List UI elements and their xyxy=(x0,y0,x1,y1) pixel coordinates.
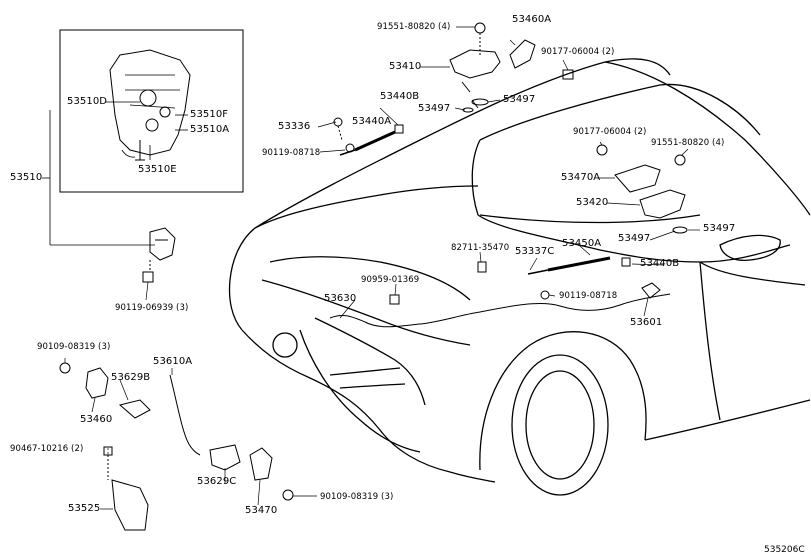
label-53440B-right: 53440B xyxy=(640,258,680,269)
part-53601 xyxy=(641,282,661,299)
label-53630: 53630 xyxy=(324,293,357,304)
label-53337C: 53337C xyxy=(515,246,555,257)
label-53440B-top: 53440B xyxy=(380,91,420,102)
label-53629C: 53629C xyxy=(197,476,237,487)
label-91551-top: 91551-80820 (4) xyxy=(377,22,451,32)
label-53629B: 53629B xyxy=(111,372,151,383)
box-leaders xyxy=(42,101,188,246)
label-53510: 53510 xyxy=(10,172,43,183)
label-53510A: 53510A xyxy=(190,124,230,135)
label-53497-a: 53497 xyxy=(418,103,451,114)
label-53510D: 53510D xyxy=(67,96,108,107)
label-53440A: 53440A xyxy=(352,116,392,127)
label-53460: 53460 xyxy=(80,414,113,425)
diagram-code: 535206C xyxy=(764,545,805,555)
label-53610A: 53610A xyxy=(153,356,193,367)
clip-90959 xyxy=(389,294,400,305)
hinge-right xyxy=(596,144,688,234)
label-53497-c: 53497 xyxy=(618,233,651,244)
label-90467: 90467-10216 (2) xyxy=(10,444,84,454)
label-90177-mid: 90177-06004 (2) xyxy=(573,127,647,137)
label-90959: 90959-01369 xyxy=(361,275,420,285)
hood-seal xyxy=(329,293,671,328)
label-53497-b: 53497 xyxy=(503,94,536,105)
label-53460A: 53460A xyxy=(512,14,552,25)
label-53510F: 53510F xyxy=(190,109,229,120)
label-53420: 53420 xyxy=(576,197,609,208)
label-53525: 53525 xyxy=(68,503,101,514)
lower-left-parts xyxy=(59,362,294,531)
strut-left xyxy=(333,117,404,156)
label-90109-bottom: 90109-08319 (3) xyxy=(320,492,394,502)
hood-lock-detail-box xyxy=(59,29,244,193)
strut-right xyxy=(477,256,631,300)
label-82711: 82711-35470 xyxy=(451,243,510,253)
label-53497-d: 53497 xyxy=(703,223,736,234)
leader-lines xyxy=(64,26,700,510)
label-53470A: 53470A xyxy=(561,172,601,183)
label-53470: 53470 xyxy=(245,505,278,516)
label-53336: 53336 xyxy=(278,121,311,132)
label-53410: 53410 xyxy=(389,61,422,72)
label-53450A: 53450A xyxy=(562,238,602,249)
lock-part xyxy=(142,227,176,283)
label-90177-top: 90177-06004 (2) xyxy=(541,47,615,57)
label-90119-a: 90119-08718 xyxy=(262,148,321,158)
label-91551-mid: 91551-80820 (4) xyxy=(651,138,725,148)
label-90119-06939: 90119-06939 (3) xyxy=(115,303,189,313)
label-53601: 53601 xyxy=(630,317,663,328)
label-90109-left: 90109-08319 (3) xyxy=(37,342,111,352)
label-90119-b: 90119-08718 xyxy=(559,291,618,301)
car-body-outline xyxy=(228,58,811,496)
label-53510E: 53510E xyxy=(138,164,177,175)
